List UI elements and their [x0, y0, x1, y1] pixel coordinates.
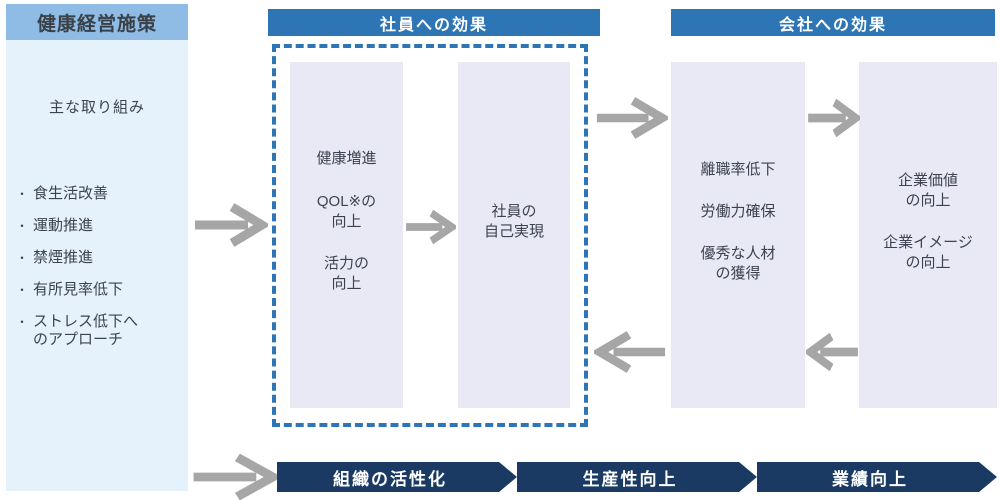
effect-text: 活力の 向上 [323, 255, 369, 293]
flow-arrow-right-icon [190, 453, 280, 500]
initiative-label: 禁煙推進 [33, 249, 94, 266]
flow-arrow-left-icon [806, 333, 860, 371]
initiatives-panel: 健康経営施策 主な取り組み ・ 食生活改善 ・ 運動推進 ・ 禁煙推進 ・ 有 [6, 4, 188, 491]
list-item: ・ 運動推進 [16, 217, 182, 235]
company-effects-header: 会社への効果 [671, 9, 995, 36]
list-item: ・ 有所見率低下 [16, 281, 182, 299]
flow-arrow-right-icon [594, 97, 668, 139]
employee-effects-group-outline [272, 44, 588, 427]
flow-arrow-right-icon [192, 203, 268, 247]
effect-text: 企業イメージ の向上 [883, 234, 973, 272]
employee-self-actualization-box: 社員の 自己実現 [458, 62, 570, 408]
initiative-label: 有所見率低下 [33, 281, 124, 298]
bullet-icon: ・ [16, 315, 29, 329]
effect-text: QOL※の 向上 [316, 192, 377, 230]
initiative-label: ストレス低下へ のアプローチ [33, 313, 139, 348]
step-banner-productivity-improvement: 生産性向上 [517, 462, 757, 492]
initiative-list: ・ 食生活改善 ・ 運動推進 ・ 禁煙推進 ・ 有所見率低下 ・ ストレス低 [6, 185, 188, 349]
company-value-box: 企業価値 の向上 企業イメージ の向上 [859, 62, 997, 408]
bullet-icon: ・ [16, 187, 29, 201]
list-item: ・ ストレス低下へ のアプローチ [16, 313, 182, 349]
bullet-icon: ・ [16, 219, 29, 233]
effect-text: 労働力確保 [700, 202, 776, 220]
flow-arrow-right-icon [404, 210, 456, 244]
effect-text: 企業価値 の向上 [897, 171, 958, 209]
initiatives-panel-body: 主な取り組み ・ 食生活改善 ・ 運動推進 ・ 禁煙推進 ・ 有所見率低下 [6, 40, 188, 491]
list-item: ・ 禁煙推進 [16, 249, 182, 267]
initiative-label: 運動推進 [33, 217, 94, 234]
bullet-icon: ・ [16, 283, 29, 297]
step-banner-organization-vitalization: 組織の活性化 [277, 462, 517, 492]
effect-text: 社員の 自己実現 [483, 202, 544, 240]
flow-arrow-left-icon [594, 331, 668, 373]
company-workforce-box: 離職率低下 労働力確保 優秀な人材 の獲得 [671, 62, 805, 408]
employee-wellbeing-box: 健康増進 QOL※の 向上 活力の 向上 [290, 62, 403, 408]
effect-text: 優秀な人材 の獲得 [700, 245, 776, 283]
list-item: ・ 食生活改善 [16, 185, 182, 203]
main-initiatives-label: 主な取り組み [48, 99, 145, 116]
employee-effects-header: 社員への効果 [268, 9, 600, 36]
effect-text: 離職率低下 [700, 160, 776, 178]
bullet-icon: ・ [16, 251, 29, 265]
initiatives-panel-title: 健康経営施策 [6, 4, 188, 40]
flow-arrow-right-icon [806, 99, 860, 137]
initiative-label: 食生活改善 [33, 185, 109, 202]
effect-text: 健康増進 [316, 150, 377, 168]
step-banner-business-performance: 業績向上 [757, 462, 997, 492]
